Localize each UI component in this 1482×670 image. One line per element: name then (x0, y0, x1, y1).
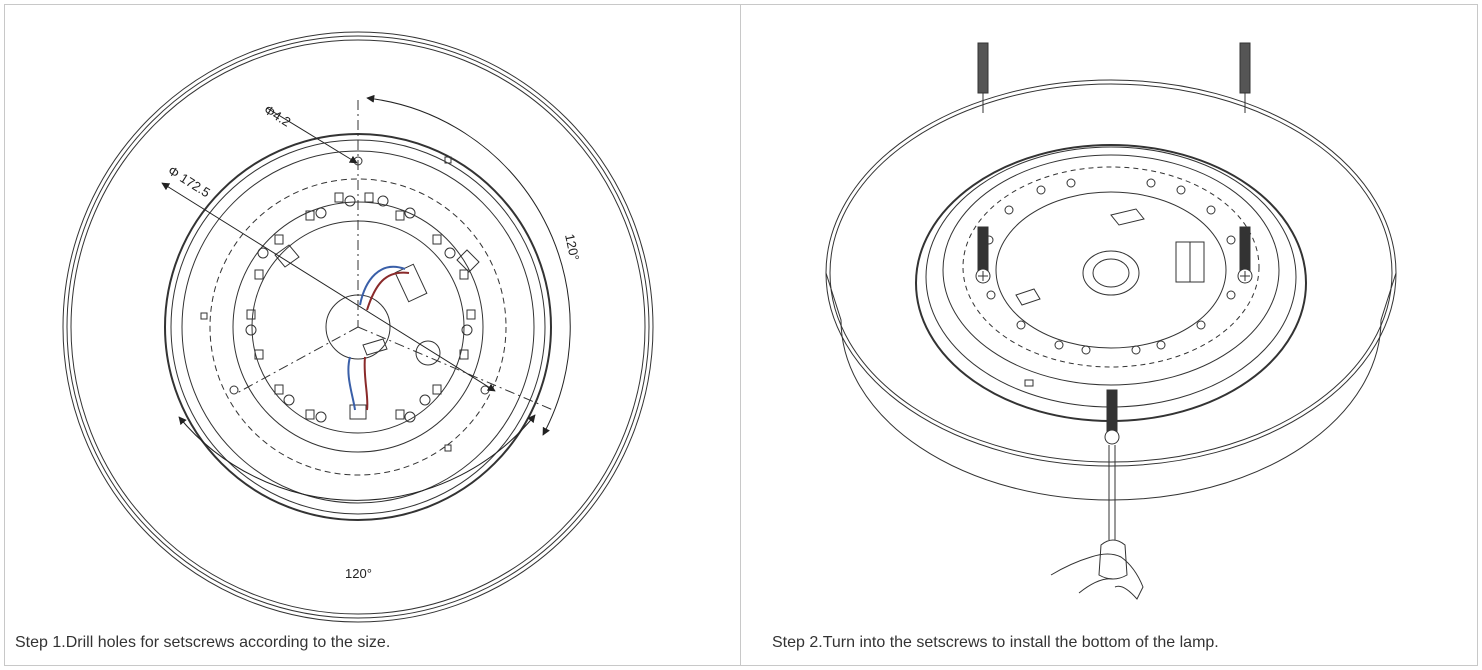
setscrew-left (975, 226, 991, 284)
panel-divider (740, 4, 741, 666)
setscrew-bottom (1104, 389, 1120, 445)
step-2-panel: Step 2.Turn into the setscrews to instal… (741, 5, 1477, 665)
led-ring (984, 178, 1236, 355)
mount-diameter-label: Φ 172.5 (165, 163, 212, 200)
hand-icon (1050, 553, 1144, 600)
step-2-caption: Step 2.Turn into the setscrews to instal… (772, 634, 1219, 651)
screwdriver-icon (1098, 445, 1128, 580)
lamp-perspective-view (825, 79, 1397, 501)
step-1-caption: Step 1.Drill holes for setscrews accordi… (15, 634, 391, 651)
wall-anchor-right (1239, 42, 1251, 113)
hole-diameter-label: Φ4.2 (261, 102, 293, 130)
step-1-dimension-labels: Φ4.2 Φ 172.5 120° 120° (165, 102, 582, 581)
dimension-lines (161, 94, 571, 501)
wall-anchor-left (977, 42, 989, 113)
setscrew-right (1237, 226, 1253, 284)
step-1-panel: Φ4.2 Φ 172.5 120° 120° Step 1.Drill hole… (5, 5, 740, 665)
step-1-drawing (62, 31, 654, 623)
angle-right-label: 120° (562, 233, 582, 262)
angle-bottom-label: 120° (345, 566, 372, 581)
step-2-drawing (825, 42, 1397, 600)
figure-frame (4, 4, 1478, 666)
